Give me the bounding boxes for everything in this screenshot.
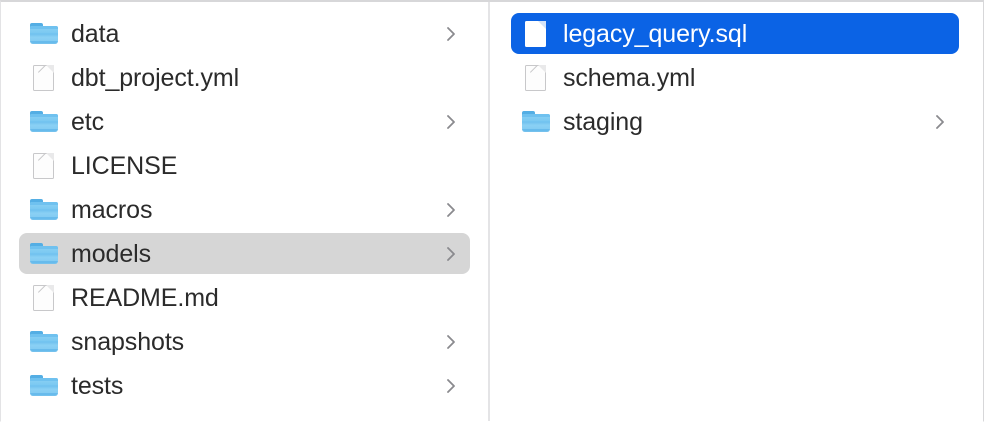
folder-icon (521, 107, 551, 137)
document-icon (29, 283, 59, 313)
document-icon (29, 151, 59, 181)
item-name-label: models (71, 239, 151, 268)
file-row[interactable]: legacy_query.sql (511, 13, 959, 54)
file-list-models: legacy_query.sql schema.yml staging (490, 13, 981, 142)
chevron-right-icon[interactable] (444, 23, 458, 45)
chevron-right-icon[interactable] (444, 243, 458, 265)
file-row[interactable]: LICENSE (19, 145, 470, 186)
chevron-right-icon[interactable] (444, 111, 458, 133)
folder-row[interactable]: tests (19, 365, 470, 406)
folder-icon (29, 371, 59, 401)
chevron-right-icon[interactable] (444, 199, 458, 221)
chevron-right-icon[interactable] (444, 331, 458, 353)
folder-icon (29, 19, 59, 49)
item-name-label: tests (71, 371, 124, 400)
folder-icon (29, 107, 59, 137)
file-row[interactable]: schema.yml (511, 57, 959, 98)
document-icon (521, 63, 551, 93)
document-icon (29, 63, 59, 93)
item-name-label: etc (71, 107, 105, 136)
item-name-label: dbt_project.yml (71, 63, 240, 92)
file-column-models[interactable]: legacy_query.sql schema.yml staging (490, 2, 981, 421)
chevron-right-icon[interactable] (933, 111, 947, 133)
item-name-label: schema.yml (563, 63, 696, 92)
chevron-right-icon[interactable] (444, 375, 458, 397)
document-icon (521, 19, 551, 49)
folder-row[interactable]: etc (19, 101, 470, 142)
folder-row[interactable]: data (19, 13, 470, 54)
folder-row[interactable]: staging (511, 101, 959, 142)
item-name-label: legacy_query.sql (563, 19, 748, 48)
folder-row[interactable]: snapshots (19, 321, 470, 362)
folder-icon (29, 239, 59, 269)
item-name-label: snapshots (71, 327, 185, 356)
folder-row[interactable]: macros (19, 189, 470, 230)
item-name-label: README.md (71, 283, 219, 312)
item-name-label: macros (71, 195, 153, 224)
file-row[interactable]: README.md (19, 277, 470, 318)
folder-icon (29, 195, 59, 225)
folder-row[interactable]: models (19, 233, 470, 274)
item-name-label: data (71, 19, 120, 48)
file-row[interactable]: dbt_project.yml (19, 57, 470, 98)
item-name-label: staging (563, 107, 643, 136)
item-name-label: LICENSE (71, 151, 178, 180)
folder-icon (29, 327, 59, 357)
